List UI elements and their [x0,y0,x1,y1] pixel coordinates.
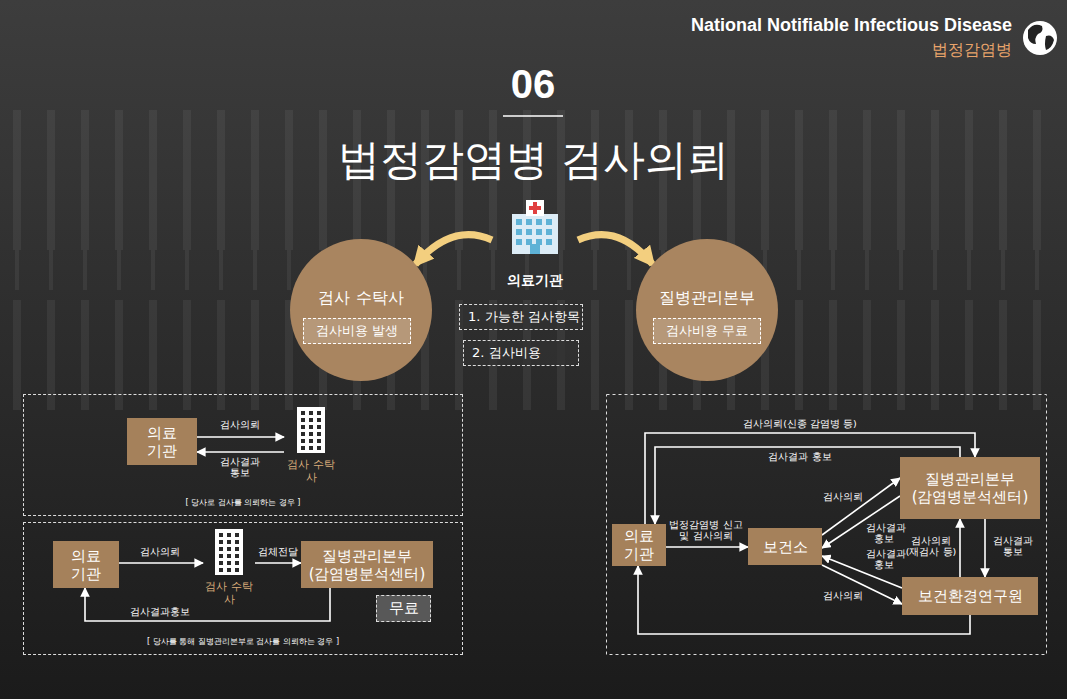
node-text: 검사비용 무료 [666,322,748,340]
header-english: National Notifiable Infectious Disease [691,15,1012,36]
node-text: 검사 수탁사 [203,581,255,606]
flow-arrow [197,436,284,438]
edge-label: 검사의뢰 [200,420,280,431]
process-box: 질병관리본부 (감염병분석센터) [900,457,1040,519]
option-circle: 질병관리본부검사비용 무료 [635,238,779,382]
building-node: 검사 수탁사 [284,405,338,489]
edge-label: 검사의뢰 (재검사 등) [905,536,957,558]
node-text: 검사비용 발생 [316,322,398,340]
building-icon [212,527,246,577]
node-text: 의료기관 [507,272,563,290]
process-box: 의료 기관 [612,524,666,566]
node-text: 질병관리본부 (감염병분석센터) [307,547,427,583]
edge-label: 검사의뢰 [120,547,200,558]
node-text: 2. 검사비용 [472,344,541,362]
flow-arrow [197,451,284,453]
edge-label: 검사결과 홍보 [866,523,902,545]
flow-arrow [119,562,203,564]
process-box: 보건환경연구원 [902,577,1038,615]
process-box: 의료 기관 [127,418,197,465]
flow-arrow [255,562,301,564]
process-box: 보건소 [748,528,822,565]
flow-arrow [984,519,986,577]
node-text: 보건소 [763,538,808,556]
node-text: 검사 수탁사 [318,288,403,309]
node-text: 질병관리본부 (감염병분석센터) [906,470,1034,506]
curved-arrow [578,235,653,265]
circle-shape [289,238,433,382]
node-text: 의료 기관 [68,547,104,583]
edge-label: 검사결과 홍보 [866,549,902,571]
number-underline [503,115,563,117]
section-number: 06 [483,62,583,107]
criteria-box: 2. 검사비용 [463,340,579,366]
page-title: 법정감염병 검사의뢰 [0,132,1067,188]
node-text: 보건환경연구원 [918,587,1023,605]
edge-label: 검사결과홍보 [120,607,200,618]
process-box: 의료 기관 [53,541,119,588]
panel-caption: [ 당사로 검사를 의뢰하는 경우 ] [186,497,301,508]
panel-caption: [ 당사를 통해 질병관리본부로 검사를 의뢰하는 경우 ] [147,636,339,647]
edge-label: 검사의뢰 [823,591,863,602]
flow-arrow [822,565,902,604]
flow-arrow [666,546,748,548]
case-panel: [ 당사로 검사를 의뢰하는 경우 ] 의료 기관검사 수탁사 [23,394,463,516]
node-text: 1. 가능한 검사항목 [468,308,580,326]
edge-label: 검사결과 통보 [993,536,1033,558]
node-text: 의료 기관 [621,527,657,563]
case-panel: [ 당사를 통해 질병관리본부로 검사를 의뢰하는 경우 ] 의료 기관검사 수탁… [23,522,463,655]
hospital-icon [504,198,566,256]
free-tag: 무료 [376,595,431,622]
circle-shape [635,238,779,382]
node-text: 의료 기관 [144,424,180,460]
flow-arrow [959,519,961,577]
node-text: 무료 [389,599,419,618]
header-korean: 법정감염병 [932,40,1012,61]
building-node: 검사 수탁사 [203,527,255,613]
edge-label: 검사의뢰 [823,492,863,503]
node-text: 검사 수탁사 [284,459,338,484]
dashed-panel [607,395,1047,655]
cost-tag: 검사비용 발생 [303,318,411,344]
node-text: 질병관리본부 [659,288,755,309]
building-icon [294,405,328,455]
curved-arrow [415,235,492,265]
pipette-tips [0,110,1067,410]
cost-tag: 검사비용 무료 [653,318,761,344]
edge-label: 검체전달 [248,547,308,558]
edge-label: 검사결과 통보 [218,457,262,479]
hospital-icon-node: 의료기관 [492,198,578,298]
option-circle: 검사 수탁사검사비용 발생 [289,238,433,382]
edge-label: 검사의뢰(신종 감염병 등) [710,419,890,430]
edge-label: 검사결과 홍보 [740,452,860,463]
globe-land [1028,25,1054,50]
edge-label: 법정감염병 신고 및 검사의뢰 [666,520,746,542]
globe-icon [1023,21,1057,55]
criteria-box: 1. 가능한 검사항목 [459,304,583,330]
process-box: 질병관리본부 (감염병분석센터) [301,541,433,588]
